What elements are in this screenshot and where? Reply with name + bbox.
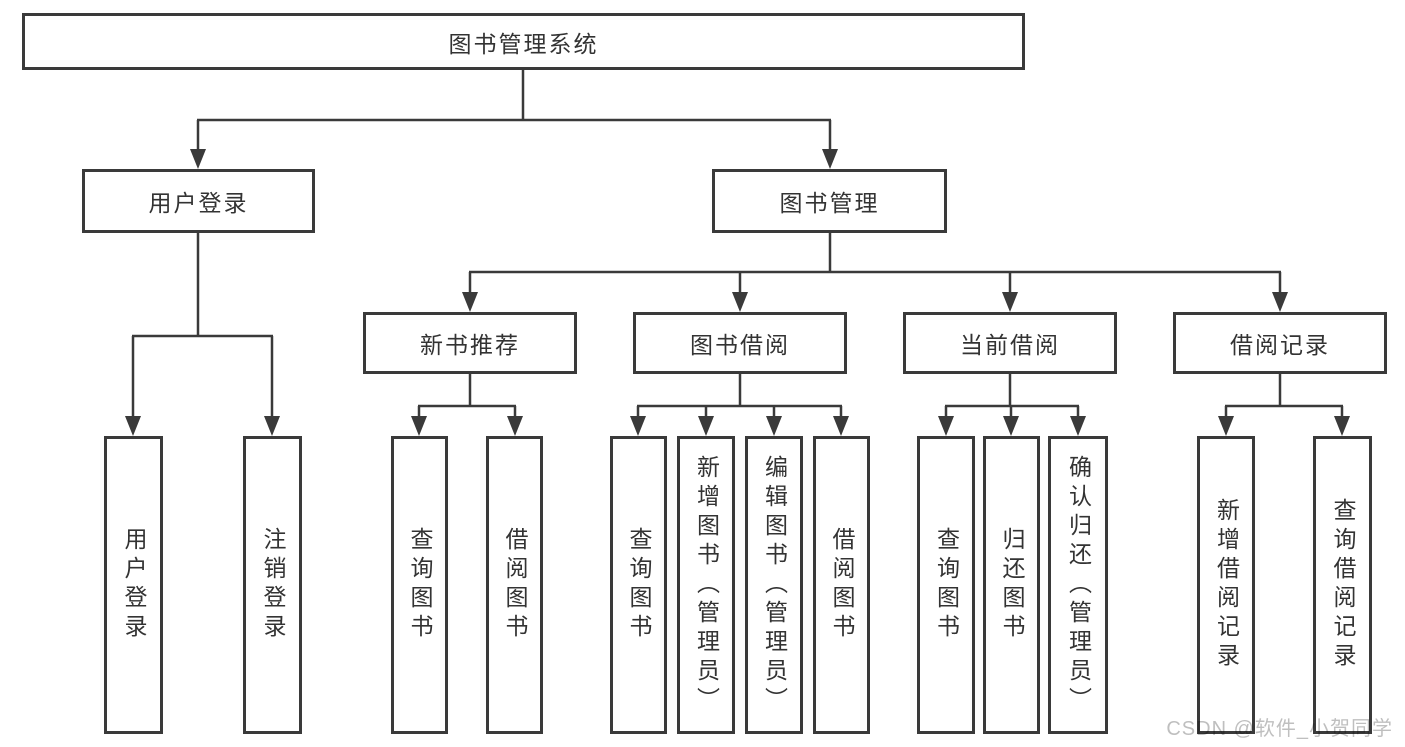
edge-user-login-to-leaves: [125, 233, 280, 436]
node-library-system: 图书管理系统: [22, 13, 1025, 70]
node-leaf-user-login: 用户登录: [104, 436, 163, 734]
edge-book-management-to-level3: [462, 233, 1288, 312]
node-leaf-borrow-books-recommend: 借阅图书: [486, 436, 543, 734]
edge-book-borrow-to-leaves: [630, 374, 849, 436]
node-book-management: 图书管理: [712, 169, 947, 233]
edge-current-borrow-to-leaves: [938, 374, 1086, 436]
node-borrow-records: 借阅记录: [1173, 312, 1387, 374]
node-leaf-add-borrow-record: 新增借阅记录: [1197, 436, 1255, 734]
edge-borrow-records-to-leaves: [1218, 374, 1350, 436]
edge-root-to-level2: [190, 70, 838, 169]
node-leaf-confirm-return-admin: 确认归还（管理员）: [1048, 436, 1108, 734]
node-new-book-recommend: 新书推荐: [363, 312, 577, 374]
node-leaf-logout: 注销登录: [243, 436, 302, 734]
node-leaf-query-books-recommend: 查询图书: [391, 436, 448, 734]
node-leaf-query-books-current: 查询图书: [917, 436, 975, 734]
node-leaf-borrow-books: 借阅图书: [813, 436, 870, 734]
edge-new-book-to-leaves: [411, 374, 523, 436]
node-leaf-add-book-admin: 新增图书（管理员）: [677, 436, 735, 734]
node-leaf-query-books-borrow: 查询图书: [610, 436, 667, 734]
node-leaf-return-book: 归还图书: [983, 436, 1040, 734]
node-leaf-query-borrow-record: 查询借阅记录: [1313, 436, 1372, 734]
node-leaf-edit-book-admin: 编辑图书（管理员）: [745, 436, 803, 734]
node-book-borrow: 图书借阅: [633, 312, 847, 374]
node-current-borrow: 当前借阅: [903, 312, 1117, 374]
watermark: CSDN @软件_小贺同学: [1166, 718, 1393, 740]
node-user-login: 用户登录: [82, 169, 315, 233]
